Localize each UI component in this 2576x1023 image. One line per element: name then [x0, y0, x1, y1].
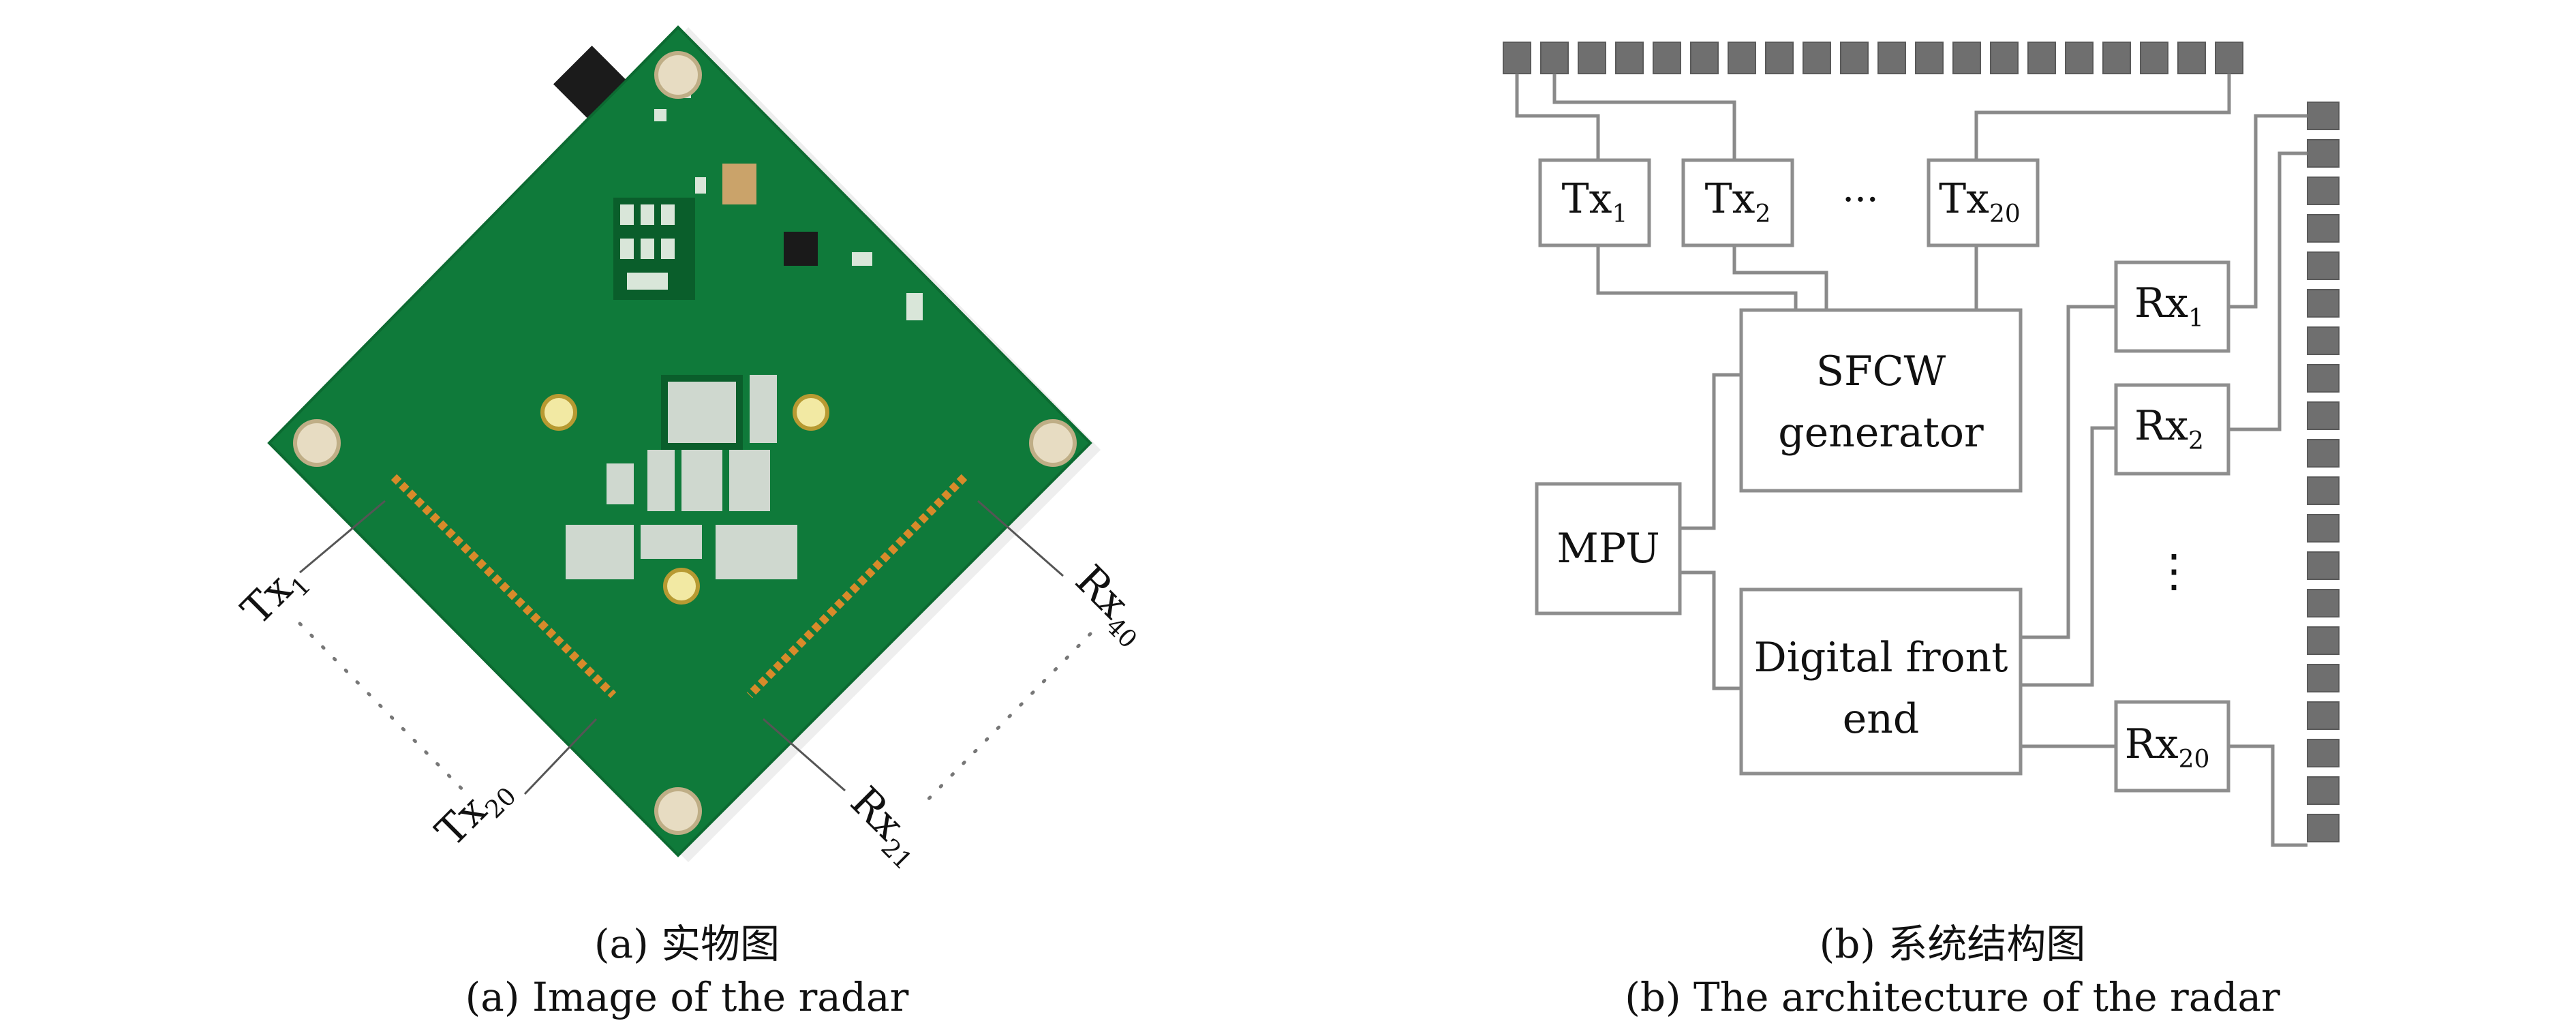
tx1-block: Tx1	[1538, 158, 1651, 247]
tx2-block: Tx2	[1681, 158, 1794, 247]
rx2-block: Rx2	[2114, 383, 2230, 476]
svg-text:Tx1: Tx1	[232, 554, 317, 639]
svg-text:Rx20: Rx20	[2125, 720, 2210, 774]
caption-b-cn: (b) 系统结构图	[1820, 921, 2086, 967]
label-tx1: Tx1	[232, 554, 317, 639]
svg-text:Tx2: Tx2	[1705, 175, 1771, 228]
caption-a-en: (a) Image of the radar	[465, 974, 909, 1020]
pcb-components	[566, 82, 923, 579]
tx-antenna-row	[390, 474, 617, 699]
label-rx40: Rx40	[1062, 556, 1160, 654]
svg-text:generator: generator	[1778, 409, 1984, 457]
label-tx20: Tx20	[427, 764, 522, 859]
top-antenna-array	[1503, 42, 2243, 74]
tx20-block: Tx20	[1927, 158, 2040, 247]
rx-antenna-row	[746, 474, 968, 699]
rx1-block: Rx1	[2114, 260, 2230, 353]
rx20-block: Rx20	[2114, 700, 2230, 793]
svg-text:end: end	[1843, 695, 1920, 743]
leader-lines	[299, 500, 1064, 795]
architecture-diagram: Tx1 Tx2 ··· Tx20 SFCW generator MPU Digi…	[1503, 42, 2340, 847]
radar-photo: Tx1 Tx20 Rx21 Rx40	[232, 25, 1160, 876]
svg-text:Digital front: Digital front	[1754, 634, 2008, 682]
right-antenna-array	[2307, 102, 2340, 842]
rx-ellipsis: ⋮	[2151, 545, 2196, 597]
svg-text:Rx40: Rx40	[1062, 556, 1160, 654]
digital-front-end-block: Digital front end	[1739, 587, 2023, 776]
svg-text:Tx1: Tx1	[1562, 175, 1628, 228]
svg-text:Rx1: Rx1	[2134, 279, 2204, 333]
label-rx21: Rx21	[838, 778, 935, 875]
connection-wires	[1515, 74, 2307, 847]
connector	[553, 45, 626, 119]
svg-text:Tx20: Tx20	[427, 764, 522, 859]
svg-text:SFCW: SFCW	[1816, 348, 1946, 395]
tx-ellipsis: ···	[1842, 178, 1878, 222]
mounting-holes	[293, 51, 1077, 835]
svg-text:Rx21: Rx21	[838, 778, 935, 875]
mpu-block: MPU	[1535, 482, 1682, 615]
caption-b-en: (b) The architecture of the radar	[1625, 974, 2280, 1020]
svg-text:Tx20: Tx20	[1939, 175, 2021, 228]
caption-a-cn: (a) 实物图	[594, 921, 780, 967]
svg-text:MPU: MPU	[1557, 525, 1659, 572]
sfcw-generator-block: SFCW generator	[1739, 308, 2023, 493]
svg-text:Rx2: Rx2	[2134, 402, 2204, 455]
